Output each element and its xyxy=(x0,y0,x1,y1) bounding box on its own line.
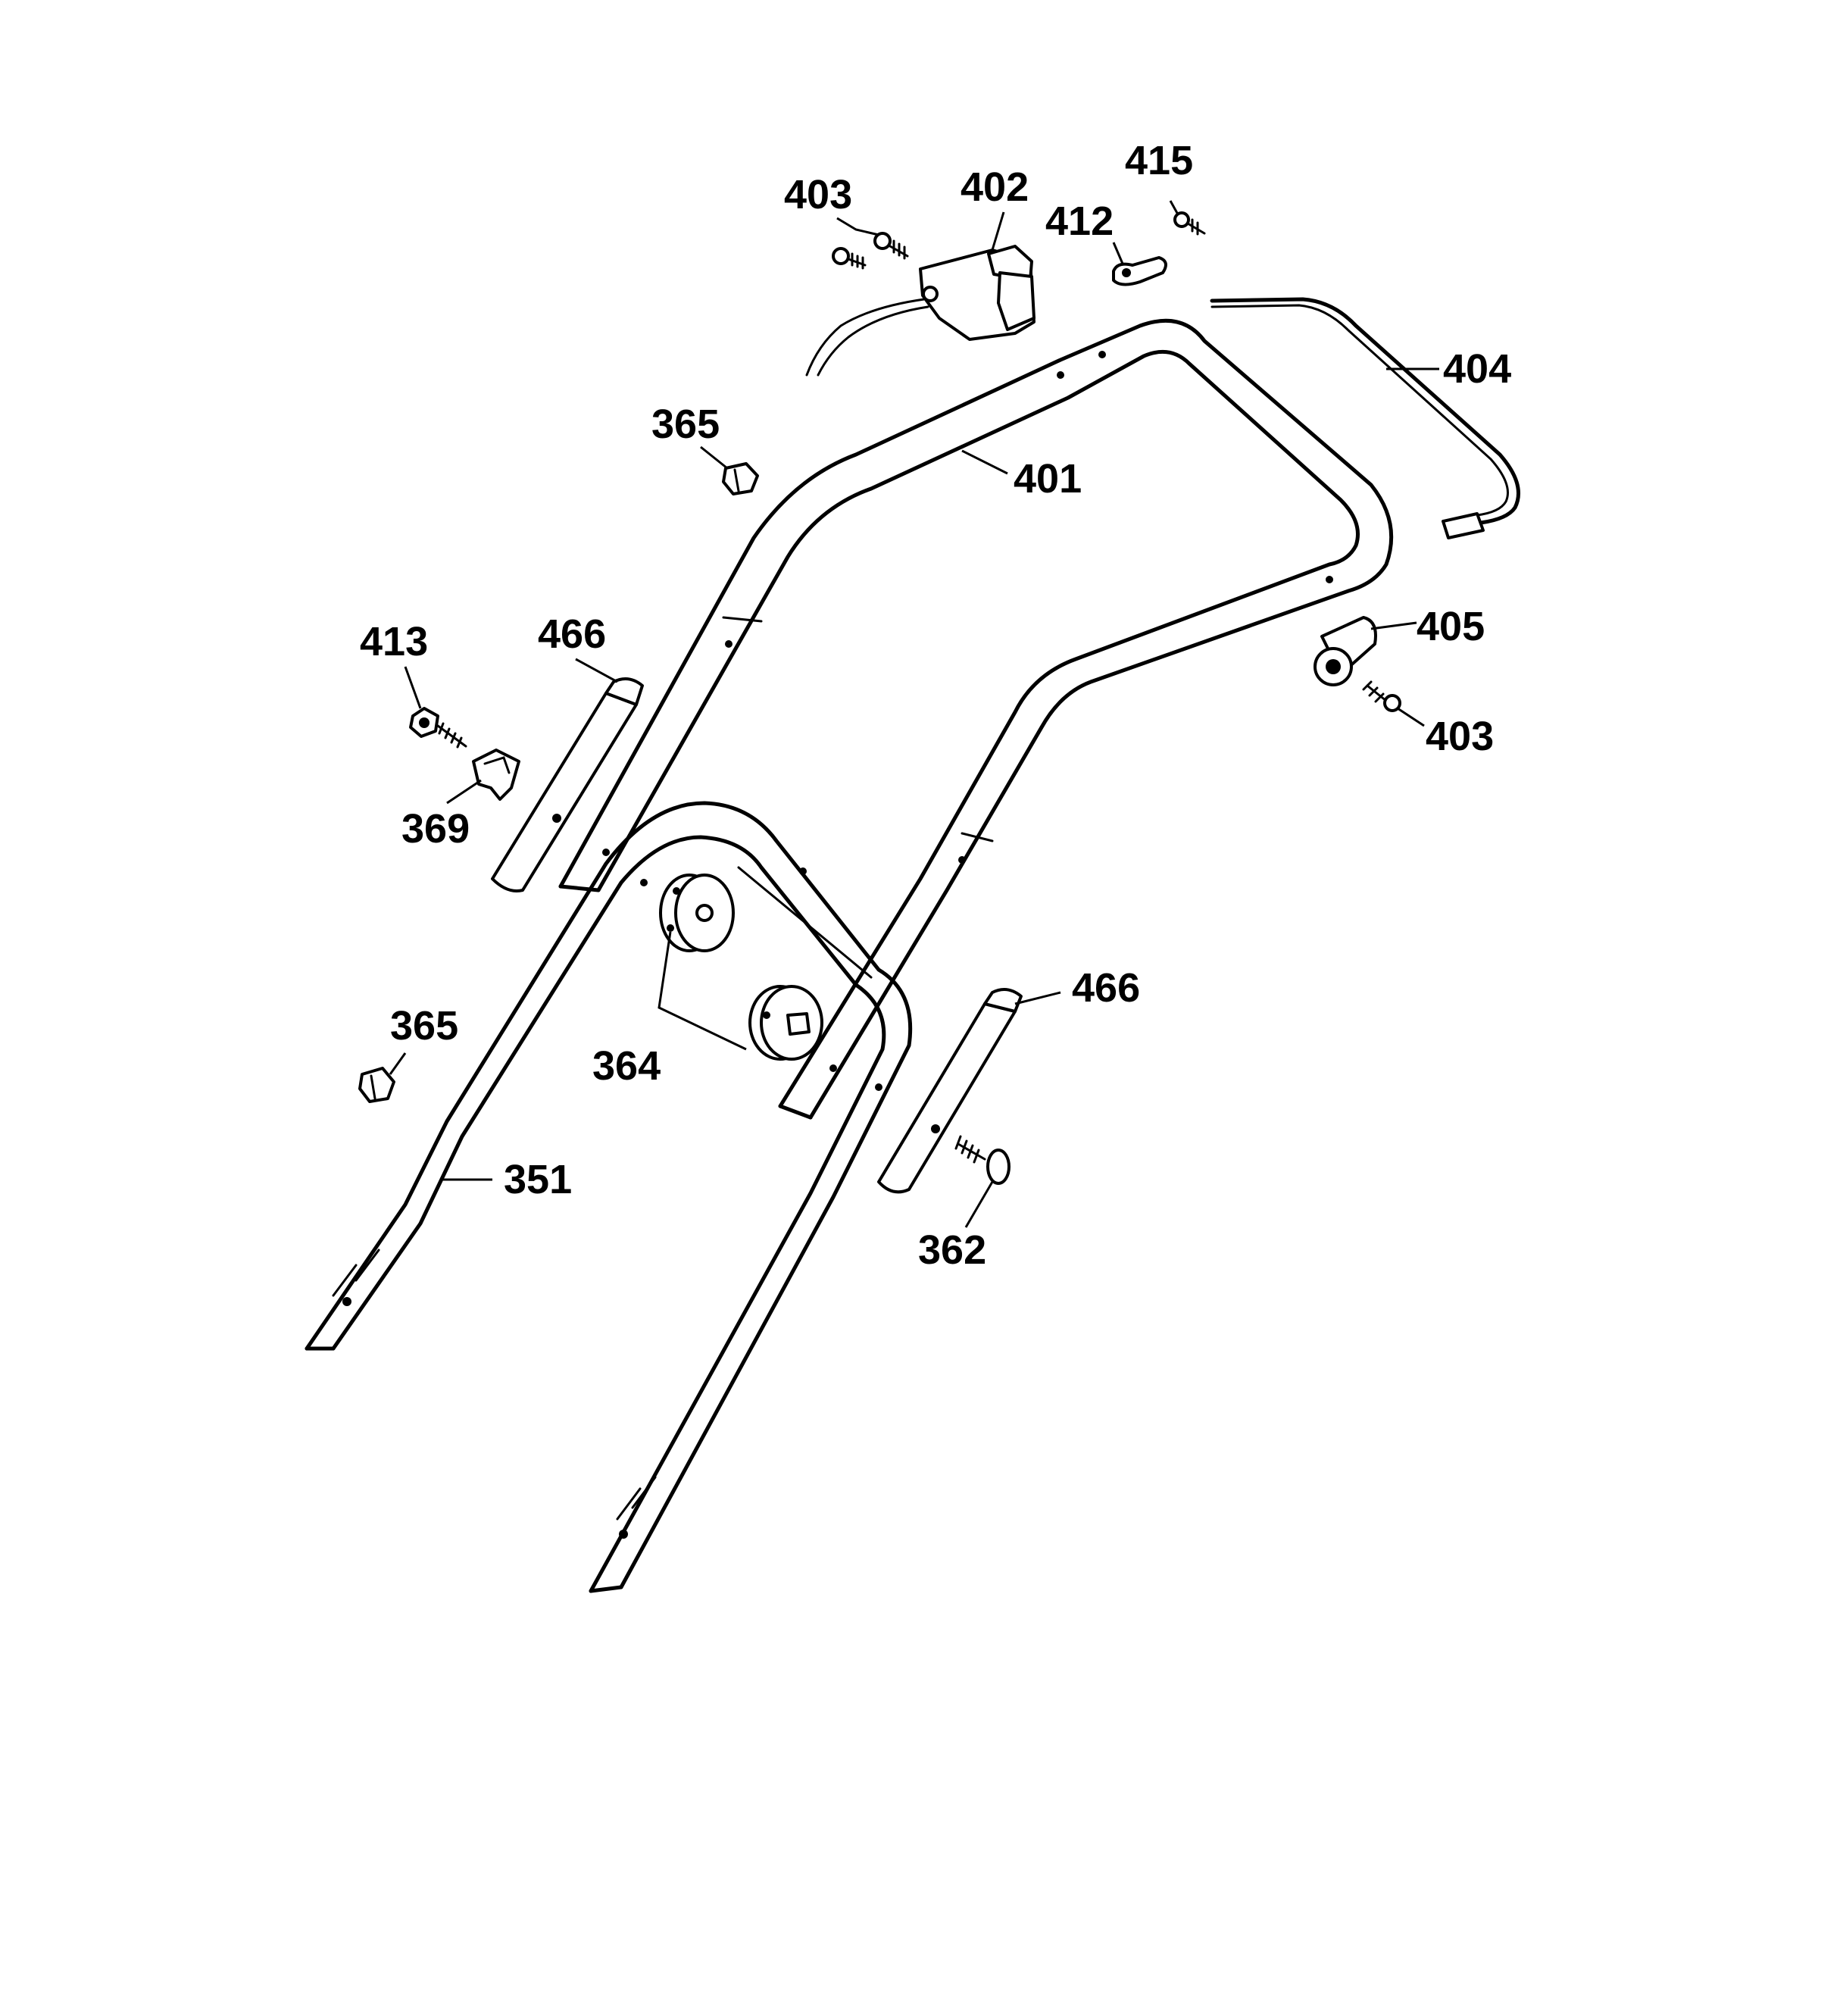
label-365-top: 365 xyxy=(651,402,720,447)
label-466-right: 466 xyxy=(1072,965,1140,1011)
bolt-362[interactable] xyxy=(954,1135,1011,1228)
control-bar-404[interactable] xyxy=(1210,297,1520,539)
leader-412 xyxy=(1112,242,1124,264)
label-362: 362 xyxy=(918,1227,986,1273)
label-412: 412 xyxy=(1045,198,1114,244)
cover-tube-466-right[interactable] xyxy=(877,988,1061,1194)
lower-handle-351[interactable] xyxy=(305,801,913,1593)
upper-handle-401[interactable] xyxy=(558,318,1394,1120)
label-404: 404 xyxy=(1443,346,1511,392)
knob-364-upper[interactable] xyxy=(659,874,735,952)
label-365-bottom: 365 xyxy=(390,1003,458,1049)
cable-clip-365-top[interactable] xyxy=(700,445,759,495)
cover-tube-466-left[interactable] xyxy=(491,658,644,892)
lever-412[interactable] xyxy=(1112,256,1167,286)
leader-402 xyxy=(991,211,1005,251)
label-369: 369 xyxy=(401,806,470,852)
leader-401 xyxy=(961,449,1008,475)
label-415: 415 xyxy=(1125,138,1193,183)
screw-403-right[interactable] xyxy=(1362,680,1425,727)
label-364: 364 xyxy=(592,1043,661,1089)
cable-clip-365-bottom[interactable] xyxy=(358,1052,407,1103)
screw-415[interactable] xyxy=(1173,211,1206,236)
label-402: 402 xyxy=(961,164,1029,210)
leader-364 xyxy=(658,931,747,1051)
label-403-right: 403 xyxy=(1426,714,1494,759)
label-466-left: 466 xyxy=(538,611,606,657)
clamp-369[interactable] xyxy=(446,749,520,805)
screw-403-top[interactable] xyxy=(832,217,909,270)
knob-screw-413[interactable] xyxy=(404,666,467,749)
label-351: 351 xyxy=(504,1157,572,1202)
leader-415 xyxy=(1169,200,1179,215)
knob-364-lower[interactable] xyxy=(748,985,823,1061)
switch-box-402[interactable] xyxy=(805,245,1036,377)
label-413: 413 xyxy=(360,619,428,664)
label-405: 405 xyxy=(1417,604,1485,649)
label-403-top: 403 xyxy=(784,172,852,217)
cable-pulley-405[interactable] xyxy=(1314,616,1417,686)
label-401: 401 xyxy=(1014,456,1082,502)
